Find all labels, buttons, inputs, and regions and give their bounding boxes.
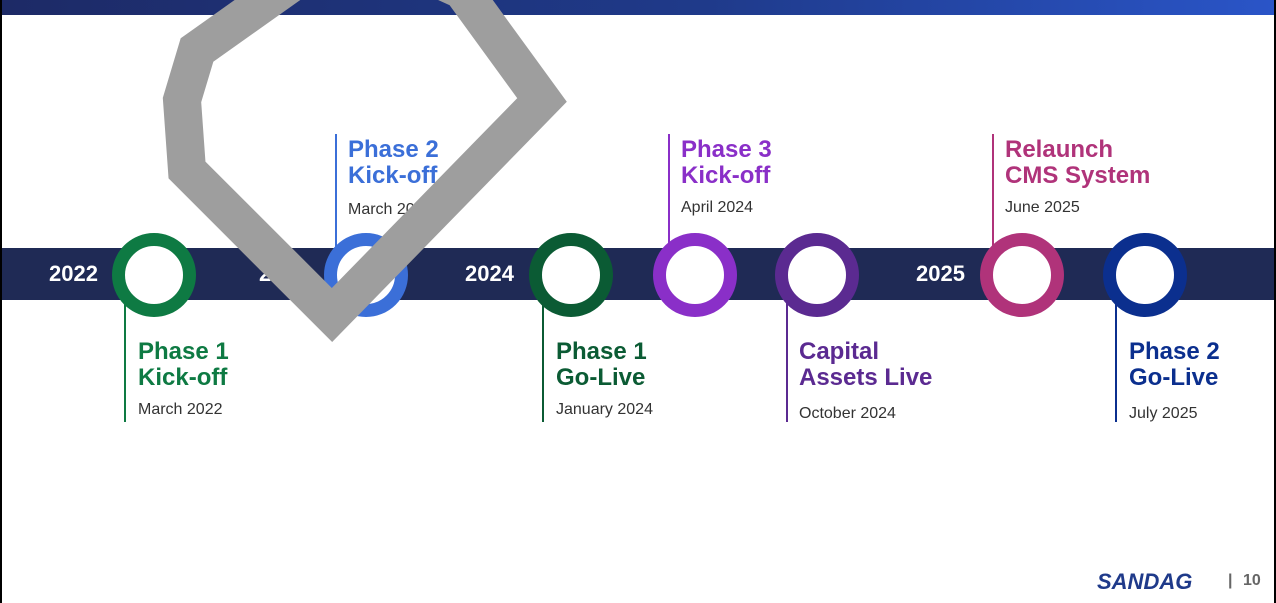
milestone-ring-phase3-kickoff <box>653 233 737 317</box>
milestone-title-line2: Go-Live <box>1129 364 1219 391</box>
milestone-title-phase1-golive: Phase 1 Go-Live <box>556 339 647 391</box>
header-band <box>2 0 1274 15</box>
milestone-title-line2: Go-Live <box>556 364 646 391</box>
connector-capital-assets <box>786 300 788 422</box>
milestone-date-phase1-kickoff: March 2022 <box>138 401 223 418</box>
milestone-date-phase1-golive: January 2024 <box>556 401 653 418</box>
milestone-date-phase3-kickoff: April 2024 <box>681 199 754 216</box>
year-label-2023: 2023 <box>259 261 308 286</box>
milestone-title-phase2-kickoff: Phase 2 Kick-off <box>348 137 439 189</box>
milestone-date-capital-assets: October 2024 <box>799 405 896 422</box>
milestone-title-relaunch-cms: Relaunch CMS System <box>1005 137 1150 189</box>
milestone-title-phase1-kickoff: Phase 1 Kick-off <box>138 339 229 391</box>
milestone-title-line1: Phase 1 <box>138 338 229 365</box>
milestone-title-line2: Kick-off <box>681 162 771 189</box>
connector-phase1-kickoff <box>124 300 126 422</box>
footer-separator: | <box>1228 572 1233 589</box>
milestone-title-phase3-kickoff: Phase 3 Kick-off <box>681 137 772 189</box>
milestone-title-line2: CMS System <box>1005 162 1151 189</box>
year-label-2025: 2025 <box>916 261 965 286</box>
year-label-2022: 2022 <box>49 261 98 286</box>
milestone-date-relaunch-cms: June 2025 <box>1005 199 1080 216</box>
milestone-date-phase2-golive: July 2025 <box>1129 405 1198 422</box>
connector-relaunch-cms <box>992 134 994 248</box>
milestone-title-line1: Phase 1 <box>556 338 647 365</box>
milestone-title-phase2-golive: Phase 2 Go-Live <box>1129 339 1220 391</box>
sandag-logo: SANDAG <box>1097 569 1193 594</box>
milestone-title-line1: Relaunch <box>1005 136 1114 163</box>
year-label-2024: 2024 <box>465 261 514 286</box>
milestone-date-phase2-kickoff: March 2023 <box>348 201 433 218</box>
milestone-title-line2: Kick-off <box>348 162 438 189</box>
connector-phase1-golive <box>542 300 544 422</box>
milestone-title-line2: Assets Live <box>799 364 933 391</box>
page-number: 10 <box>1243 572 1261 589</box>
milestone-title-line2: Kick-off <box>138 364 228 391</box>
milestone-title-capital-assets: Capital Assets Live <box>799 339 932 391</box>
milestone-title-line1: Phase 2 <box>1129 338 1220 365</box>
milestone-title-line1: Phase 2 <box>348 136 439 163</box>
connector-phase2-golive <box>1115 300 1117 422</box>
milestone-title-line1: Capital <box>799 338 880 365</box>
milestone-title-line1: Phase 3 <box>681 136 772 163</box>
connector-phase2-kickoff <box>335 134 337 248</box>
connector-phase3-kickoff <box>668 134 670 248</box>
